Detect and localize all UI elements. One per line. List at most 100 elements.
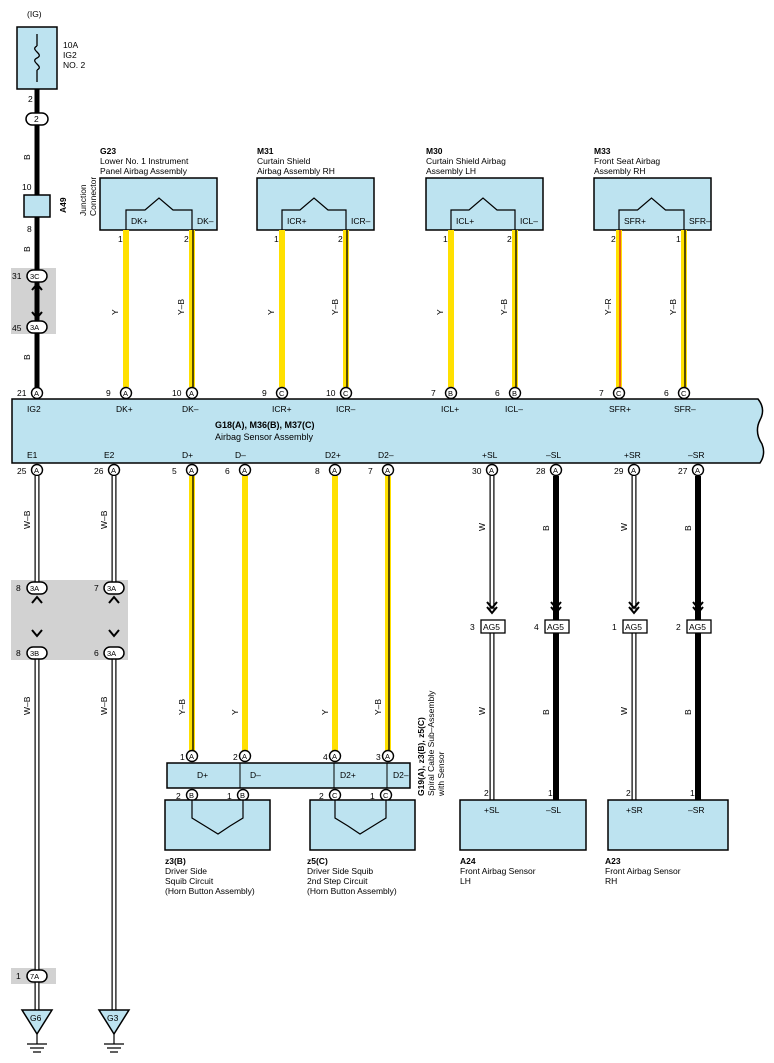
ground-connector-3b	[26, 646, 48, 660]
ecu-bottom-pin-5-conn	[381, 463, 395, 477]
fuse-name: IG2	[63, 50, 77, 60]
squib-3-box	[593, 177, 712, 231]
ground-connector-3a-left	[26, 581, 48, 595]
spiral-top-2-label: D2+	[340, 770, 356, 780]
ecu-top-pin-7-conn-letter: C	[616, 389, 622, 398]
top-wire-3-color: Y–B	[330, 299, 340, 315]
ecu-top-pin-7-number: 7	[599, 388, 604, 398]
horn-squib-1-icon	[191, 800, 244, 835]
spiral-bottom-1-pin: 1	[227, 791, 232, 801]
ecu-bottom-pin-0-conn	[30, 463, 44, 477]
ecu-top-pin-3-number: 9	[262, 388, 267, 398]
ecu-top-pin-8-number: 6	[664, 388, 669, 398]
lower-wire-color-2: W–B	[22, 696, 32, 715]
ecu-bottom-pin-5-label: D2–	[378, 450, 394, 460]
ecu-bottom-pin-8-number: 29	[614, 466, 624, 476]
ag5-3-label: AG5	[689, 622, 706, 632]
inline-pin-45: 45	[12, 323, 22, 333]
connector-3c	[26, 269, 48, 283]
horn-squib-box-1	[164, 799, 271, 851]
ground-pin-8b: 8	[16, 648, 21, 658]
ground-inline-arrows	[31, 595, 120, 638]
ecu-top-pin-8-conn-letter: C	[681, 389, 687, 398]
sensor-1-pin2: 1	[690, 788, 695, 798]
ecu-top-pin-5-label: ICL+	[441, 404, 459, 414]
sensor-a24-side: LH	[460, 876, 471, 886]
ground-connector-3a-right-2-label: 3A	[107, 649, 116, 658]
spiral-top-1-label: D–	[250, 770, 261, 780]
ecu-bottom-pin-7-label: –SL	[546, 450, 561, 460]
lower-wire-color-1: W–B	[99, 510, 109, 529]
top-wire-6-color: Y–R	[603, 298, 613, 315]
bottom-wires	[34, 476, 701, 1010]
lower-wire-color-12: Y–B	[177, 699, 187, 715]
ecu-top-pin-0-label: IG2	[27, 404, 41, 414]
ig-label: (IG)	[27, 9, 42, 19]
lower-wire-color-13: Y	[230, 709, 240, 715]
spiral-top-0-pin: 1	[180, 752, 185, 762]
ecu-bottom-pin-4-conn	[328, 463, 342, 477]
squib-0-pin1: 1	[118, 234, 123, 244]
connector-oval-2	[25, 112, 49, 126]
ag5-0-label: AG5	[483, 622, 500, 632]
squib-1-name2: Airbag Assembly RH	[257, 166, 335, 176]
top-wire-5-color: Y–B	[499, 299, 509, 315]
horn-squib-1-line2: Squib Circuit	[165, 876, 214, 886]
sensor-0-terminal2: –SL	[546, 805, 561, 815]
spiral-bottom-0-pin: 2	[176, 791, 181, 801]
ecu-top-pin-3-conn-letter: C	[279, 389, 285, 398]
sensor-a23-box	[607, 799, 729, 851]
squib-3-pin1: 2	[611, 234, 616, 244]
ecu-bottom-pin-0-label: E1	[27, 450, 38, 460]
ecu-top-pin-2-label: DK–	[182, 404, 199, 414]
spiral-bottom-3-conn-letter: C	[383, 791, 389, 800]
ecu-top-pin-6-conn-letter: B	[512, 389, 517, 398]
wire-color-b-1: B	[22, 154, 32, 160]
ecu-bottom-pin-3-label: D–	[235, 450, 246, 460]
ecu-top-pin-1-label: DK+	[116, 404, 133, 414]
ecu-top-pin-4-label: ICR–	[336, 404, 356, 414]
spiral-name-1: Spiral Cable Sub–Assembly	[426, 690, 436, 796]
spiral-title: G19(A), z3(B), z5(C)	[416, 717, 426, 796]
ecu-bottom-pin-9-number: 27	[678, 466, 688, 476]
airbag-sensor-assembly-box	[11, 398, 765, 464]
ecu-bottom-pin-8-label: +SR	[624, 450, 641, 460]
spiral-cable-box	[166, 762, 411, 789]
ag5-2-box	[622, 619, 648, 634]
squib-0-terminal2: DK–	[197, 216, 214, 226]
lower-wire-color-8: W	[477, 707, 487, 715]
squib-2-icon	[450, 197, 516, 230]
squib-1-box	[256, 177, 375, 231]
ag5-1-box	[544, 619, 570, 634]
horn-squib-1-code: z3(B)	[165, 856, 186, 866]
ecu-top-pin-7-label: SFR+	[609, 404, 631, 414]
ecu-bottom-pin-4-conn-letter: A	[332, 466, 337, 475]
spiral-top-0-conn-letter: A	[189, 752, 194, 761]
wire-color-b-3: B	[22, 354, 32, 360]
spiral-name-2: with Sensor	[436, 751, 446, 797]
connector-7a-label: 7A	[30, 972, 39, 981]
fuse-icon	[34, 34, 40, 82]
sensor-0-pin1: 2	[484, 788, 489, 798]
squib-2-pin2: 2	[507, 234, 512, 244]
lower-wire-color-9: B	[541, 709, 551, 715]
squib-3-name2: Assembly RH	[594, 166, 645, 176]
inline-pin-31: 31	[12, 271, 22, 281]
squib-1-terminal1: ICR+	[287, 216, 307, 226]
lower-wire-color-14: Y	[320, 709, 330, 715]
ecu-bottom-pin-8-conn-letter: A	[631, 466, 636, 475]
spiral-top-3-pin: 3	[376, 752, 381, 762]
ecu-top-pin-0-conn-letter: A	[34, 389, 39, 398]
ecu-bottom-pin-9-label: –SR	[688, 450, 705, 460]
ecu-title: G18(A), M36(B), M37(C)	[215, 420, 315, 430]
top-wire-2-color: Y	[266, 309, 276, 315]
ground-g6-label: G6	[30, 1013, 42, 1023]
horn-squib-2-icon	[334, 800, 387, 835]
squib-3-terminal1: SFR+	[624, 216, 646, 226]
squib-0-terminal1: DK+	[131, 216, 148, 226]
ecu-top-pin-1-number: 9	[106, 388, 111, 398]
ecu-subtitle: Airbag Sensor Assembly	[215, 432, 314, 442]
